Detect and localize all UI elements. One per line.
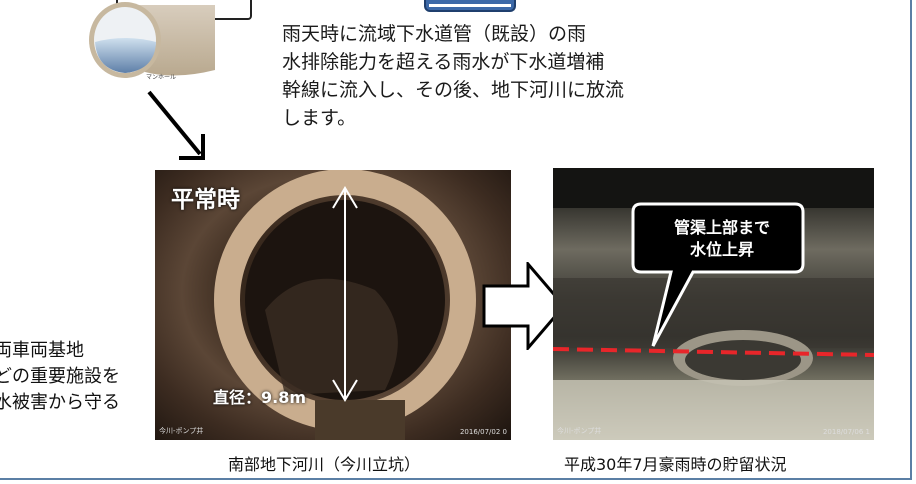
watermark-date: 2018/07/06 1: [822, 428, 870, 436]
description-line: 幹線に流入し、その後、地下河川に放流: [282, 79, 625, 101]
left-text-line: 水被害から守る: [0, 392, 120, 413]
label-normal-time: 平常時: [171, 187, 240, 213]
watermark-date: 2016/07/02 0: [459, 428, 507, 436]
caption-right-photo: 平成30年7月豪雨時の貯留状況: [564, 455, 787, 474]
caption-left-photo: 南部地下河川（今川立坑）: [228, 455, 421, 474]
top-tab: [424, 0, 516, 12]
description-line: 水排除能力を超える雨水が下水道増補: [282, 51, 605, 73]
callout-text: 管渠上部まで 水位上昇: [624, 217, 820, 261]
watermark: 今川-ポンプ井: [557, 427, 602, 435]
callout-line: 管渠上部まで: [673, 218, 770, 237]
manhole-label: マンホール: [146, 74, 177, 81]
flood-scene: [553, 168, 874, 440]
left-side-text: 両車両基地 どの重要施設を 水被害から守る: [0, 338, 120, 416]
photo-normal-time: 平常時 直径：9.8m 今川-ポンプ井 2016/07/02 0: [155, 170, 511, 440]
label-diameter: 直径：9.8m: [213, 388, 307, 407]
left-text-line: 両車両基地: [0, 340, 84, 361]
tunnel-ring: [214, 170, 476, 440]
callout-line: 水位上昇: [689, 240, 754, 259]
right-arrow-icon: [482, 262, 566, 350]
left-text-line: どの重要施設を: [0, 366, 120, 387]
watermark: 今川-ポンプ井: [159, 427, 204, 435]
description-text: 雨天時に流域下水道管（既設）の雨 水排除能力を超える雨水が下水道増補 幹線に流入…: [282, 20, 692, 132]
description-line: します。: [282, 107, 357, 129]
manhole-illustration: [89, 2, 215, 78]
down-arrow-icon: [147, 90, 205, 160]
description-line: 雨天時に流域下水道管（既設）の雨: [282, 23, 587, 45]
photo-heavy-rain: 今川-ポンプ井 2018/07/06 1: [553, 168, 874, 440]
